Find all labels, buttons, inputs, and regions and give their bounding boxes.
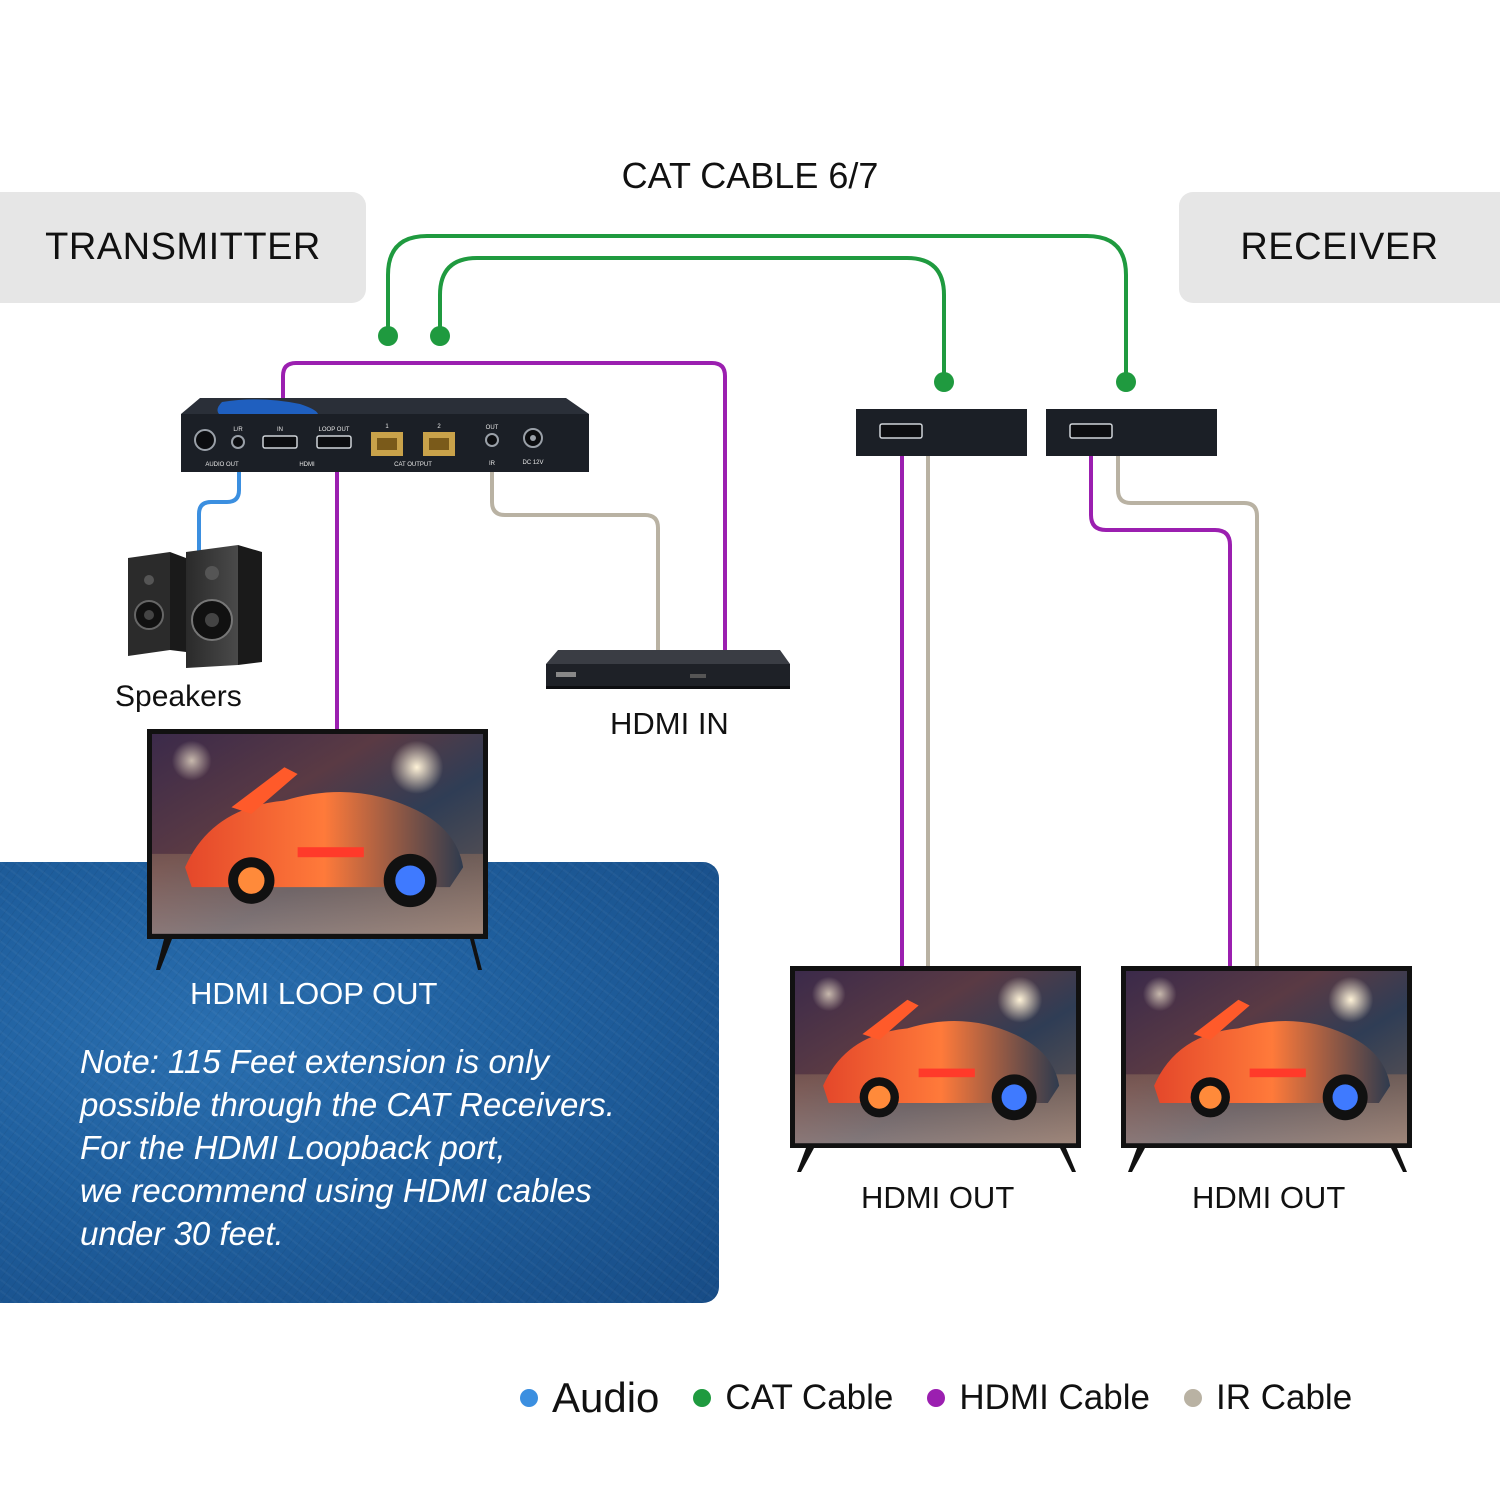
legend: Audio CAT Cable HDMI Cable IR Cable xyxy=(520,1370,1352,1426)
audio-cable xyxy=(197,470,241,552)
note-line: we recommend using HDMI cables xyxy=(80,1172,592,1209)
hdmi-in-cable xyxy=(281,361,727,650)
port-label: IN xyxy=(277,427,283,433)
hdmi-cables xyxy=(281,361,1232,968)
group-label: HDMI xyxy=(299,462,315,468)
cat-cable-1 xyxy=(386,234,1128,382)
speakers-label: Speakers xyxy=(115,680,242,713)
ir-cable-2 xyxy=(1116,455,1259,968)
note-line: possible through the CAT Receivers. xyxy=(80,1086,615,1123)
ir-cables xyxy=(490,455,1259,968)
receiver-tag: RECEIVER xyxy=(1179,192,1500,303)
legend-dot-icon xyxy=(1183,1389,1202,1407)
legend-item-ir: IR Cable xyxy=(1183,1378,1353,1418)
hdmi-loop-out-label: HDMI LOOP OUT xyxy=(190,976,438,1011)
ir-cable-dvd xyxy=(490,470,660,650)
port-label: L/R xyxy=(233,427,243,433)
receiver-unit-2 xyxy=(1046,409,1217,456)
cat-connector-dot xyxy=(934,372,954,392)
cat-cable-2 xyxy=(438,256,946,382)
port-label: LOOP OUT xyxy=(319,427,350,433)
group-label: CAT OUTPUT xyxy=(394,462,432,468)
note-line: For the HDMI Loopback port, xyxy=(80,1129,506,1166)
legend-label: Audio xyxy=(552,1374,660,1421)
note-line: Note: 115 Feet extension is only xyxy=(80,1043,549,1080)
hdmi-out-label-2: HDMI OUT xyxy=(1192,1180,1346,1215)
legend-item-cat: CAT Cable xyxy=(693,1378,893,1418)
hdmi-out-cable-2 xyxy=(1089,455,1232,968)
cat-connector-dot xyxy=(1116,372,1136,392)
cat-connector-dot xyxy=(378,326,398,346)
legend-label: IR Cable xyxy=(1215,1378,1353,1417)
legend-dot-icon xyxy=(927,1389,946,1407)
cat-cables xyxy=(386,234,1128,382)
note-line: under 30 feet. xyxy=(80,1215,284,1252)
port-label: 1 xyxy=(385,424,389,430)
note-text: Note: 115 Feet extension is only possibl… xyxy=(80,1040,700,1255)
cat-cable-title: CAT CABLE 6/7 xyxy=(621,155,879,196)
legend-label: HDMI Cable xyxy=(959,1378,1150,1417)
legend-item-hdmi: HDMI Cable xyxy=(927,1378,1150,1418)
cat-connector-dot xyxy=(430,326,450,346)
transmitter-device: L/R IN LOOP OUT 1 2 OUT IR AUDIO OUT HDM… xyxy=(181,398,589,472)
legend-label: CAT Cable xyxy=(725,1378,894,1417)
legend-dot-icon xyxy=(520,1389,538,1407)
receiver-unit-1 xyxy=(856,409,1027,456)
dvd-player-image xyxy=(546,650,790,689)
tv-loop-out xyxy=(147,729,488,970)
port-label: OUT xyxy=(486,425,499,431)
tv-hdmi-out-1 xyxy=(790,966,1081,1172)
legend-item-audio: Audio xyxy=(520,1374,659,1422)
hdmi-out-label-1: HDMI OUT xyxy=(861,1180,1015,1215)
hdmi-in-label: HDMI IN xyxy=(610,706,729,741)
speakers-image xyxy=(128,545,262,668)
port-label: IR xyxy=(489,461,496,467)
transmitter-tag: TRANSMITTER xyxy=(0,192,366,303)
tv-hdmi-out-2 xyxy=(1121,966,1412,1172)
legend-dot-icon xyxy=(693,1389,712,1407)
group-label: DC 12V xyxy=(522,460,543,466)
group-label: AUDIO OUT xyxy=(205,462,239,468)
port-label: 2 xyxy=(437,424,441,430)
